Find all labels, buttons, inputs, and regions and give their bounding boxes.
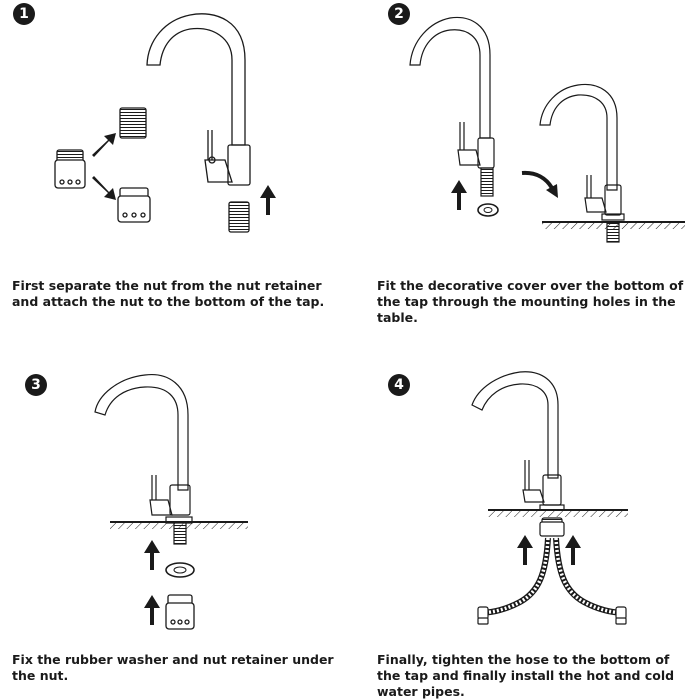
step-3-panel: 3 Fix the rubber washer and nut retainer… bbox=[0, 350, 350, 700]
step-1-illustration bbox=[54, 13, 276, 233]
nut-part bbox=[228, 201, 250, 233]
nut-retainer-assembly bbox=[54, 149, 86, 189]
step-3-illustration bbox=[94, 373, 248, 630]
rubber-washer bbox=[165, 562, 195, 578]
installed-faucet-spout bbox=[539, 83, 618, 191]
up-arrow-icon bbox=[517, 535, 533, 565]
retainer-part bbox=[117, 187, 151, 223]
step-2-caption: Fit the decorative cover over the bottom… bbox=[377, 278, 684, 325]
nut-part-top bbox=[119, 107, 147, 139]
step-4-badge: 4 bbox=[388, 374, 410, 396]
step-1-panel: 1 First separate the nut from the nu bbox=[0, 0, 350, 350]
faucet-body bbox=[227, 144, 251, 186]
step-2-illustration bbox=[409, 16, 685, 243]
step-3-badge: 3 bbox=[25, 374, 47, 396]
step-2-panel: 2 Fit the decorative cover over the bott… bbox=[350, 0, 700, 350]
hose-fitting-left bbox=[477, 606, 489, 625]
hot-water-hose bbox=[482, 537, 551, 616]
decorative-cover bbox=[477, 203, 499, 217]
arrow-down-right-icon bbox=[92, 176, 116, 200]
nut-retainer bbox=[165, 594, 195, 630]
up-arrow-icon bbox=[451, 180, 467, 210]
up-arrow-icon bbox=[144, 595, 160, 625]
step-1-badge: 1 bbox=[13, 3, 35, 25]
step-4-caption: Finally, tighten the hose to the bottom … bbox=[377, 652, 675, 699]
arrow-up-right-icon bbox=[92, 133, 116, 157]
cold-water-hose bbox=[553, 537, 622, 616]
up-arrow-icon bbox=[565, 535, 581, 565]
hose-fitting-right bbox=[615, 606, 627, 625]
step-2-badge: 2 bbox=[388, 3, 410, 25]
faucet-spout bbox=[94, 373, 189, 491]
up-arrow-icon bbox=[144, 540, 160, 570]
step-1-caption: First separate the nut from the nut reta… bbox=[12, 278, 325, 309]
up-arrow-icon bbox=[260, 185, 276, 215]
step-4-illustration bbox=[471, 371, 628, 625]
faucet-spout bbox=[471, 371, 559, 479]
decorative-cover-thread bbox=[480, 167, 494, 197]
curved-arrow-icon bbox=[521, 170, 554, 190]
step-4-panel: 4 Finally, tighten the hose to the botto… bbox=[350, 350, 700, 700]
faucet-spout-large bbox=[409, 16, 491, 139]
faucet-spout bbox=[146, 13, 246, 146]
step-3-caption: Fix the rubber washer and nut retainer u… bbox=[12, 652, 334, 683]
faucet-handle bbox=[204, 130, 233, 183]
